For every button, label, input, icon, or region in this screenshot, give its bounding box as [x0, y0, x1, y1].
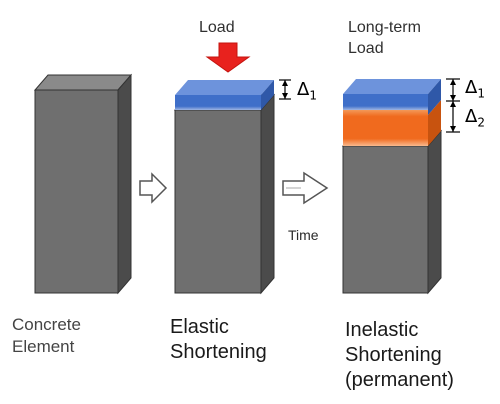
delta2-label: Δ2 [465, 106, 485, 130]
elastic-column [173, 93, 276, 295]
long-term-load-label-line1: Long-term [348, 19, 421, 36]
time-label: Time [288, 227, 319, 243]
concrete-element-label-line2: Element [12, 337, 75, 356]
delta1-label-inelastic: Δ1 [465, 77, 485, 101]
inelastic-shortening-layer [343, 100, 441, 146]
delta1-dimension-elastic [279, 79, 291, 100]
delta-dimensions-inelastic [446, 78, 460, 133]
inelastic-shortening-label-line3: (permanent) [345, 369, 454, 391]
elastic-shortening-label-line2: Shortening [170, 341, 267, 363]
elastic-layer-on-inelastic-column [343, 79, 441, 115]
inelastic-shortening-label-line1: Inelastic [345, 319, 419, 341]
inelastic-shortening-label-line2: Shortening [345, 344, 442, 366]
transition-arrow-1 [139, 172, 168, 204]
delta1-label-elastic: Δ1 [297, 79, 317, 103]
concrete-element-column [33, 73, 133, 295]
load-label: Load [199, 19, 235, 36]
inelastic-column [341, 129, 443, 295]
load-arrow [205, 42, 251, 73]
concrete-element-label-line1: Concrete [12, 315, 81, 334]
long-term-load-label-line2: Load [348, 40, 384, 57]
time-arrow [282, 171, 329, 205]
elastic-shortening-label-line1: Elastic [170, 316, 229, 338]
elastic-shortening-layer [175, 80, 274, 110]
